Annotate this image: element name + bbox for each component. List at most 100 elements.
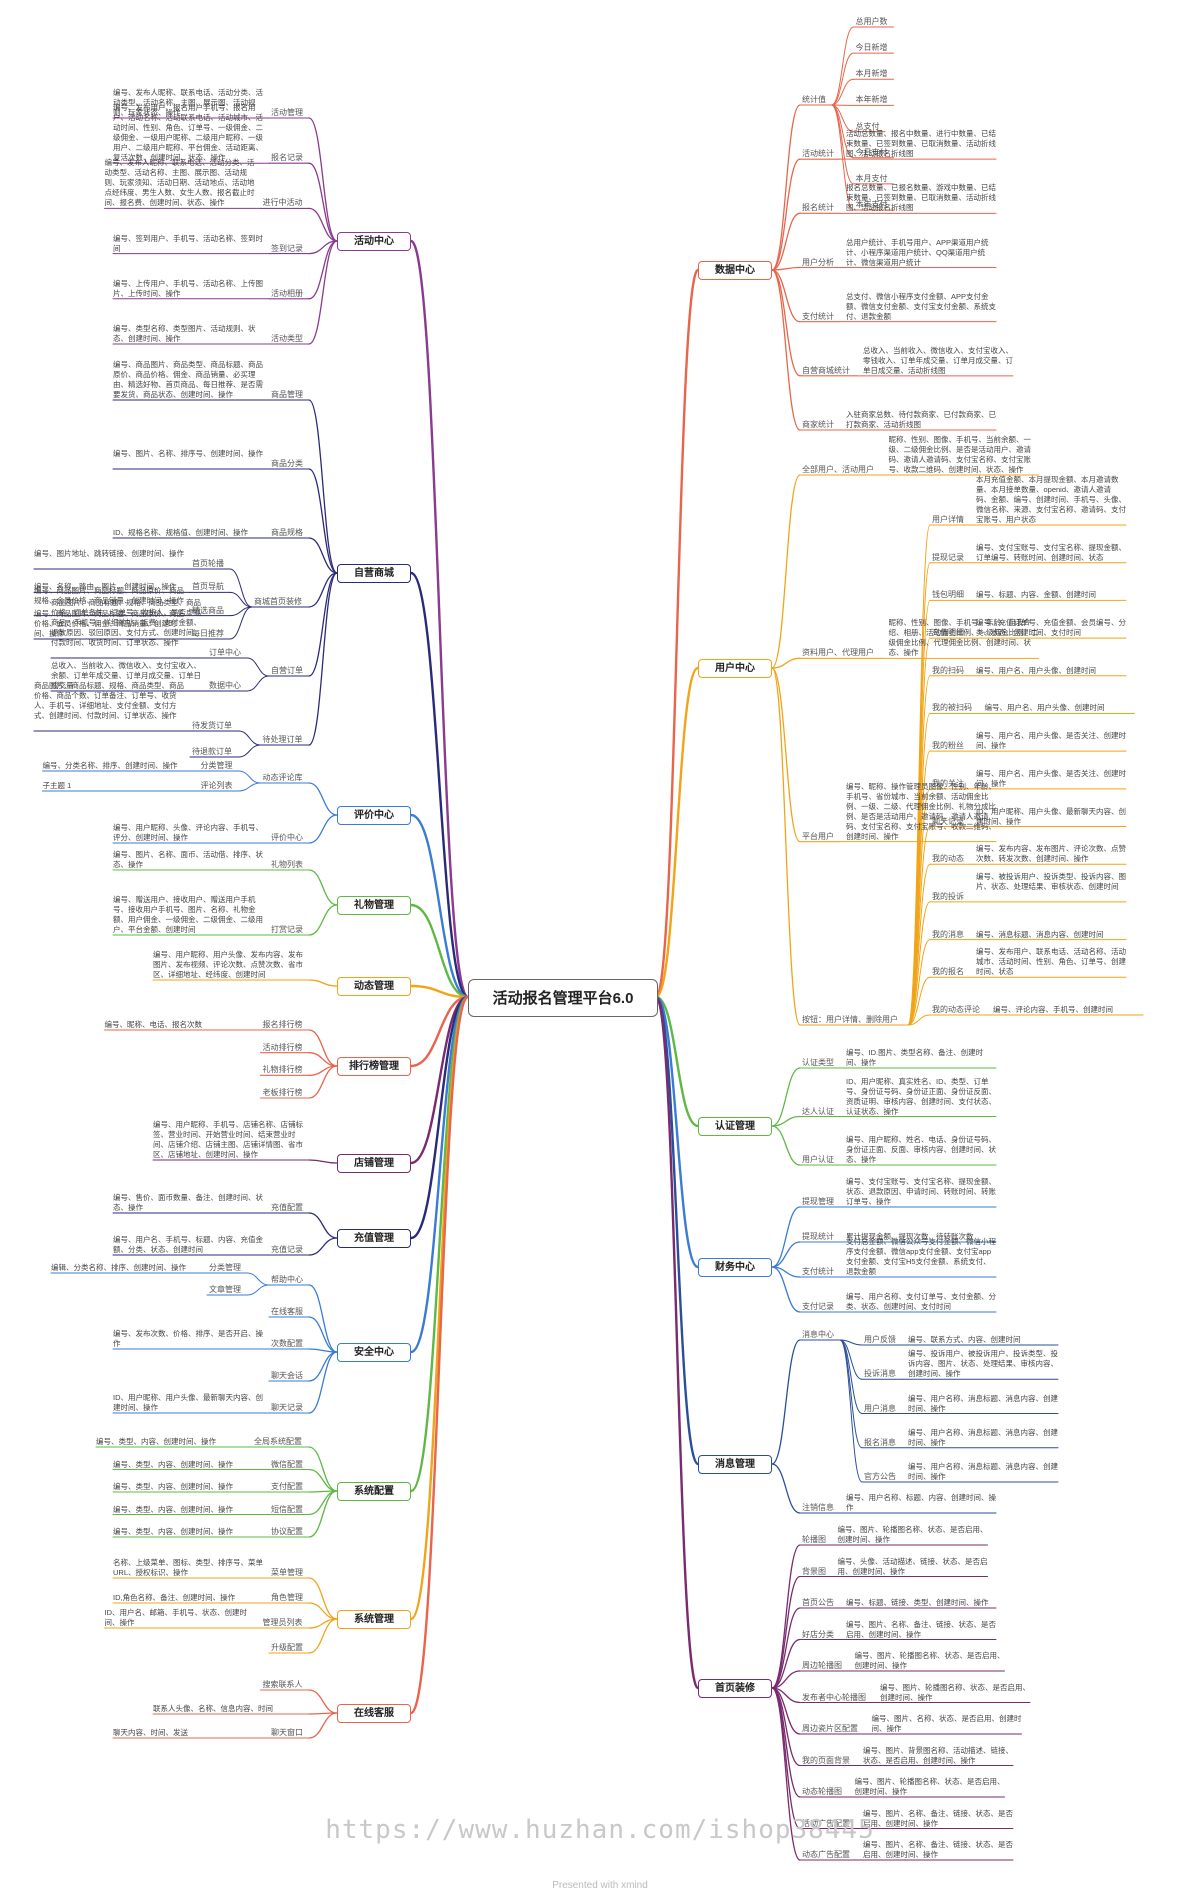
sub-topic[interactable]: 活动排行榜 bbox=[262, 1042, 303, 1052]
sub-topic[interactable]: 充值配置 bbox=[271, 1203, 303, 1212]
sub-topic[interactable]: 用户认证 bbox=[802, 1155, 834, 1164]
child-topic[interactable]: 本年支付 bbox=[855, 200, 888, 209]
sub-topic[interactable]: 聊天记录 bbox=[271, 1403, 303, 1412]
sub-topic[interactable]: 短信配置 bbox=[271, 1504, 303, 1514]
child-topic[interactable]: 分类管理 bbox=[209, 1263, 241, 1272]
sub-topic[interactable]: 礼物排行榜 bbox=[262, 1065, 303, 1075]
branch-caiwu[interactable]: 财务中心 bbox=[698, 1258, 772, 1277]
sub-topic[interactable]: 统计值 bbox=[802, 95, 826, 104]
sub-topic[interactable]: 商城首页装修 bbox=[254, 597, 302, 606]
sub-topic[interactable]: 聊天会话 bbox=[271, 1371, 303, 1380]
sub-topic[interactable]: 角色管理 bbox=[271, 1593, 303, 1602]
sub-topic[interactable]: 升级配置 bbox=[271, 1643, 303, 1652]
child-topic[interactable]: 文章管理 bbox=[209, 1285, 241, 1294]
sub-topic[interactable]: 注销信息 bbox=[802, 1503, 834, 1512]
sub-topic[interactable]: 支付统计 bbox=[802, 1267, 834, 1276]
sub-topic[interactable]: 提现管理 bbox=[802, 1197, 834, 1206]
sub-topic[interactable]: 支付配置 bbox=[271, 1482, 303, 1491]
child-topic[interactable]: 分类管理 bbox=[200, 761, 233, 770]
child-topic[interactable]: 本月新增 bbox=[855, 69, 888, 79]
child-topic[interactable]: 用户消息 bbox=[864, 1403, 896, 1413]
sub-topic[interactable]: 商家统计 bbox=[802, 420, 834, 429]
branch-dongtai[interactable]: 动态管理 bbox=[337, 977, 411, 996]
branch-xitong[interactable]: 系统管理 bbox=[337, 1610, 411, 1629]
child-topic[interactable]: 订单中心 bbox=[209, 648, 241, 657]
child-topic[interactable]: 我的报名 bbox=[932, 967, 964, 977]
child-topic[interactable]: 总支付 bbox=[855, 121, 880, 131]
sub-topic[interactable]: 报名记录 bbox=[271, 153, 303, 163]
branch-peizhi[interactable]: 系统配置 bbox=[337, 1482, 411, 1501]
sub-topic[interactable]: 周边瓷片区配置 bbox=[802, 1724, 858, 1733]
child-topic[interactable]: 首页导航 bbox=[192, 582, 224, 592]
sub-topic[interactable]: 报名排行榜 bbox=[262, 1020, 303, 1029]
sub-topic[interactable]: 动态广告配置 bbox=[802, 1850, 850, 1859]
child-topic[interactable]: 充值明细 bbox=[932, 628, 964, 638]
child-topic[interactable]: 钱包明细 bbox=[932, 590, 964, 600]
sub-topic[interactable]: 商品管理 bbox=[271, 390, 303, 399]
sub-topic[interactable]: 评价中心 bbox=[271, 833, 303, 842]
child-topic[interactable]: 待退款订单 bbox=[192, 747, 232, 756]
sub-topic[interactable]: 活动类型 bbox=[271, 334, 303, 343]
child-topic[interactable]: 用户反馈 bbox=[864, 1335, 896, 1344]
sub-topic[interactable]: 背景图 bbox=[802, 1566, 826, 1576]
sub-topic[interactable]: 达人认证 bbox=[802, 1106, 834, 1116]
child-topic[interactable]: 我的动态 bbox=[932, 854, 964, 864]
sub-topic[interactable]: 帮助中心 bbox=[271, 1275, 303, 1284]
child-topic[interactable]: 我的粉丝 bbox=[932, 741, 964, 751]
child-topic[interactable]: 待发货订单 bbox=[192, 721, 232, 730]
sub-topic[interactable]: 支付记录 bbox=[802, 1302, 834, 1311]
child-topic[interactable]: 本月支付 bbox=[855, 173, 888, 183]
child-topic[interactable]: 官方公告 bbox=[864, 1472, 896, 1481]
sub-topic[interactable]: 发布者中心轮播图 bbox=[802, 1692, 866, 1702]
sub-topic[interactable]: 老板排行榜 bbox=[262, 1088, 303, 1097]
sub-topic[interactable]: 我的页面背景 bbox=[802, 1755, 850, 1765]
sub-topic[interactable]: 进行中活动 bbox=[262, 198, 303, 208]
sub-topic[interactable]: 聊天窗口 bbox=[271, 1728, 303, 1737]
sub-topic[interactable]: 充值记录 bbox=[271, 1245, 303, 1254]
branch-pingjia[interactable]: 评价中心 bbox=[337, 806, 411, 825]
sub-topic[interactable]: 打赏记录 bbox=[271, 925, 303, 934]
sub-topic[interactable]: 商品分类 bbox=[271, 459, 303, 468]
child-topic[interactable]: 提现记录 bbox=[932, 552, 964, 562]
sub-topic[interactable]: 按钮：用户详情、删除用户 bbox=[802, 1015, 898, 1024]
child-topic[interactable]: 本年新增 bbox=[855, 95, 888, 105]
sub-topic[interactable]: 搜索联系人 bbox=[262, 1680, 303, 1689]
sub-topic[interactable]: 自营订单 bbox=[271, 666, 303, 675]
branch-paihang[interactable]: 排行榜管理 bbox=[337, 1057, 411, 1076]
sub-topic[interactable]: 平台用户 bbox=[802, 831, 834, 841]
child-topic[interactable]: 评论列表 bbox=[200, 781, 233, 790]
child-topic[interactable]: 我的关注 bbox=[932, 778, 964, 788]
branch-yonghu[interactable]: 用户中心 bbox=[698, 659, 772, 678]
branch-liwu[interactable]: 礼物管理 bbox=[337, 896, 411, 915]
sub-topic[interactable]: 菜单管理 bbox=[271, 1568, 303, 1577]
sub-topic[interactable]: 资料用户、代理用户 bbox=[802, 648, 874, 658]
child-topic[interactable]: 我的动态评论 bbox=[932, 1005, 980, 1014]
child-topic[interactable]: 投诉消息 bbox=[864, 1369, 896, 1379]
sub-topic[interactable]: 周边轮播图 bbox=[802, 1661, 842, 1670]
child-topic[interactable]: 每日推荐 bbox=[192, 629, 224, 638]
child-topic[interactable]: 用户详情 bbox=[932, 515, 964, 524]
child-topic[interactable]: 今日支付 bbox=[855, 147, 888, 157]
child-topic[interactable]: 我的投诉 bbox=[932, 891, 964, 901]
sub-topic[interactable]: 待处理订单 bbox=[262, 735, 303, 744]
child-topic[interactable]: 数据中心 bbox=[209, 681, 241, 690]
child-topic[interactable]: 精选商品 bbox=[192, 605, 224, 615]
child-topic[interactable]: 今日新增 bbox=[855, 43, 888, 53]
branch-shuju[interactable]: 数据中心 bbox=[698, 261, 772, 280]
child-topic[interactable]: 我的消息 bbox=[932, 929, 964, 939]
sub-topic[interactable]: 活动统计 bbox=[802, 149, 834, 159]
sub-topic[interactable]: 微信配置 bbox=[271, 1459, 303, 1469]
sub-topic[interactable]: 首页公告 bbox=[802, 1598, 834, 1607]
branch-shouye[interactable]: 首页装修 bbox=[698, 1679, 772, 1698]
child-topic[interactable]: 我的被扫码 bbox=[932, 703, 972, 713]
sub-topic[interactable]: 礼物列表 bbox=[271, 860, 303, 869]
sub-topic[interactable]: 动态评论库 bbox=[262, 773, 303, 782]
sub-topic[interactable]: 全局系统配置 bbox=[254, 1437, 302, 1446]
sub-topic[interactable]: 活动相册 bbox=[271, 288, 303, 298]
sub-topic[interactable]: 轮播图 bbox=[802, 1535, 826, 1544]
sub-topic[interactable]: 管理员列表 bbox=[262, 1618, 303, 1627]
sub-topic[interactable]: 提现统计 bbox=[802, 1232, 834, 1241]
sub-topic[interactable]: 动态轮播图 bbox=[802, 1787, 842, 1796]
sub-topic[interactable]: 好店分类 bbox=[802, 1629, 834, 1639]
branch-dianpu[interactable]: 店铺管理 bbox=[337, 1154, 411, 1173]
